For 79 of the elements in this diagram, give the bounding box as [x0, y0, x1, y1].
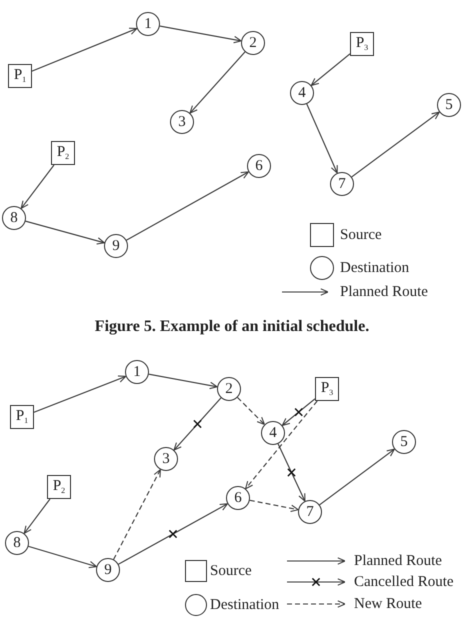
legend-label: Source	[210, 563, 252, 579]
source-box	[10, 405, 34, 429]
arrow	[32, 28, 138, 72]
node-number: 9	[112, 238, 120, 254]
arrow	[34, 376, 126, 413]
destination-circle	[136, 12, 160, 36]
crossed-arrow	[282, 398, 316, 426]
source-box	[8, 64, 32, 88]
node-number: 3	[178, 114, 186, 130]
source-box	[51, 141, 75, 165]
node-number: 2	[249, 36, 257, 50]
arrow	[25, 220, 105, 244]
source-box	[350, 32, 374, 56]
crossed-arrow	[278, 444, 306, 502]
destination-circle	[290, 81, 314, 105]
destination-circle	[261, 421, 285, 445]
arrow	[189, 52, 246, 114]
arrow	[306, 104, 338, 174]
node-number: 5	[400, 434, 408, 450]
source-box	[47, 475, 71, 499]
destination-circle	[330, 172, 354, 196]
legend-label: Source	[340, 227, 382, 243]
arrow	[28, 546, 98, 568]
node-number: 1	[144, 16, 152, 32]
node-number: 2	[225, 382, 233, 396]
destination-circle	[247, 154, 271, 178]
node-number: 7	[306, 504, 314, 520]
legend-label: Destination	[340, 260, 410, 276]
dashed-arrow	[250, 500, 299, 512]
dashed-arrow	[113, 469, 161, 560]
crossed-arrow	[118, 503, 228, 565]
figure-caption: Figure 5. Example of an initial schedule.	[94, 318, 370, 336]
node-number: 4	[298, 86, 306, 100]
node-number: 1	[133, 364, 141, 380]
legend-label: Cancelled Route	[354, 574, 454, 590]
source-label: P$_{2}$	[56, 145, 70, 161]
node-number: 4	[269, 426, 277, 440]
destination-circle	[437, 93, 461, 117]
destination-circle	[241, 31, 265, 55]
arrow	[160, 26, 242, 44]
legend-label: Planned Route	[340, 284, 428, 300]
source-label: P$_{1}$	[14, 68, 26, 84]
arrow	[20, 164, 54, 209]
source-box	[315, 377, 339, 401]
source-label: P$_{2}$	[52, 479, 66, 495]
destination-circle	[2, 206, 26, 230]
arrow	[351, 112, 440, 178]
destination-circle	[5, 531, 29, 555]
destination-circle	[170, 110, 194, 134]
source-label: P$_{3}$	[356, 36, 368, 52]
source-label: P$_{1}$	[16, 409, 28, 425]
node-number: 6	[234, 490, 242, 506]
dashed-arrow	[237, 397, 266, 426]
arrow	[319, 448, 395, 506]
node-number: 8	[10, 210, 18, 226]
destination-circle	[154, 447, 178, 471]
node-number: 5	[445, 98, 453, 112]
dashed-arrow	[245, 400, 318, 490]
legend-label: Planned Route	[354, 553, 442, 569]
source-label: P$_{3}$	[320, 381, 334, 397]
legend-label: New Route	[354, 596, 422, 612]
arrow	[310, 53, 350, 86]
node-number: 6	[255, 158, 263, 174]
destination-circle	[392, 430, 416, 454]
node-number: 7	[338, 176, 346, 192]
arrow	[126, 171, 250, 241]
destination-circle	[298, 500, 322, 524]
arrow	[24, 498, 50, 534]
destination-circle	[96, 558, 120, 582]
crossed-arrow	[174, 398, 222, 450]
node-number: 8	[13, 536, 21, 550]
destination-circle	[226, 486, 250, 510]
arrow	[148, 374, 218, 390]
destination-circle	[125, 360, 149, 384]
destination-circle	[104, 234, 128, 258]
node-number: 9	[104, 562, 112, 578]
node-number: 3	[162, 452, 170, 466]
legend-label: Destination	[210, 597, 280, 613]
destination-circle	[217, 377, 241, 401]
